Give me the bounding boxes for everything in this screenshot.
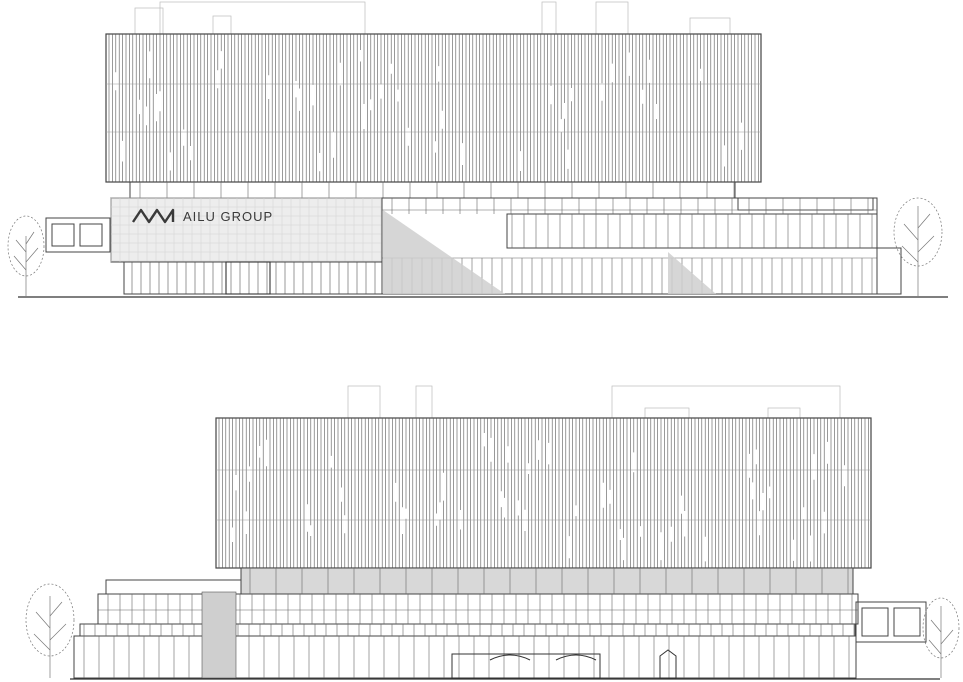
elevation-upper: AILU GROUP xyxy=(7,1,948,298)
rooftop-outline-upper xyxy=(134,1,731,35)
atrium-shading-upper xyxy=(383,210,716,294)
tree-icon xyxy=(922,597,960,678)
entrance-door-upper xyxy=(225,261,271,295)
skybridge-left xyxy=(45,217,111,253)
tree-icon xyxy=(7,215,45,296)
entrance-lower xyxy=(451,649,677,679)
tree-icon xyxy=(25,583,75,678)
louvre-block-upper xyxy=(105,33,762,183)
low-wing-right-upper xyxy=(876,247,902,295)
ailu-logo-icon xyxy=(132,208,175,224)
podium-band-lower xyxy=(105,567,854,595)
atrium-shading-lower xyxy=(201,591,237,679)
rooftop-outline-lower xyxy=(347,385,841,419)
tree-icon xyxy=(893,197,943,296)
main-facade-lower xyxy=(73,593,859,679)
brand-sign-panel: AILU GROUP xyxy=(110,197,383,263)
skybridge-right xyxy=(855,601,927,643)
louvre-block-lower xyxy=(215,417,872,569)
brand-sign-text: AILU GROUP xyxy=(183,209,273,224)
ground-level-upper xyxy=(18,261,948,298)
podium-band-upper xyxy=(129,181,736,199)
elevation-lower xyxy=(25,385,960,680)
